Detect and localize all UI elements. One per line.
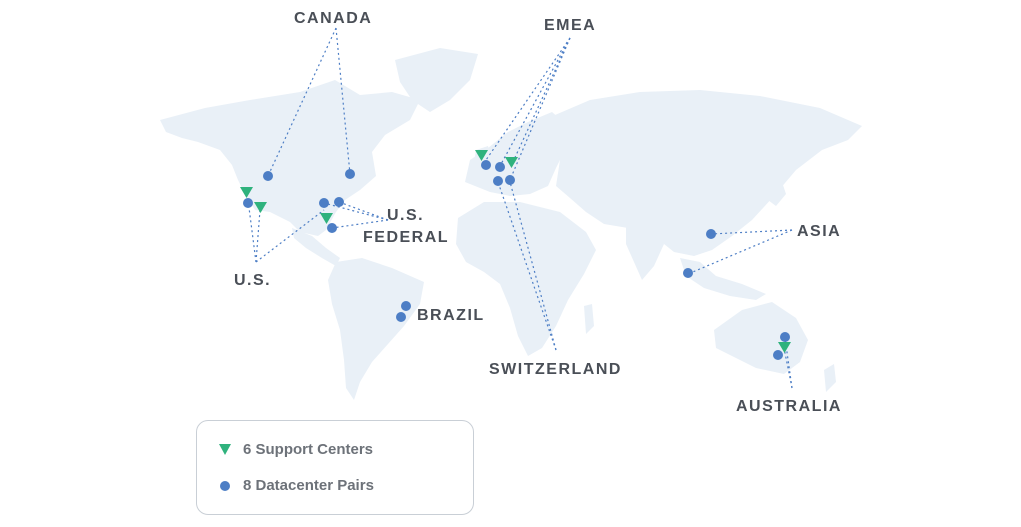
landmass-central-america <box>292 228 340 266</box>
landmass-new-zealand <box>824 364 836 392</box>
label-emea: EMEA <box>544 17 596 34</box>
support-center-marker <box>505 157 518 168</box>
leader-line-australia-b <box>783 347 793 389</box>
landmass-australia <box>714 302 808 374</box>
leader-line-asia-a <box>710 229 793 235</box>
landmass-greenland <box>395 48 478 112</box>
label-switzerland: SWITZERLAND <box>489 361 622 378</box>
datacenter-markers <box>243 160 790 360</box>
leader-line-australia-a <box>784 337 793 389</box>
datacenter-marker <box>263 171 273 181</box>
datacenter-marker <box>243 198 253 208</box>
leader-line-usfed-b <box>338 201 389 221</box>
datacenter-marker <box>401 301 411 311</box>
label-us-federal-line1: U.S. <box>387 207 424 224</box>
label-us: U.S. <box>234 272 271 289</box>
datacenter-marker <box>493 176 503 186</box>
leader-line-switzerland-b <box>509 181 557 351</box>
label-us-federal-line2: FEDERAL <box>363 229 449 246</box>
landmass-southeast-asia <box>680 258 766 300</box>
support-center-marker <box>320 213 333 224</box>
map-legend: 6 Support Centers 8 Datacenter Pairs <box>196 420 474 515</box>
support-center-markers <box>240 150 791 353</box>
datacenter-marker <box>345 169 355 179</box>
legend-label-datacenter-pairs: 8 Datacenter Pairs <box>243 477 374 494</box>
green-triangle-icon <box>219 444 231 455</box>
datacenter-marker <box>327 223 337 233</box>
datacenter-marker <box>495 162 505 172</box>
leader-line-us-b <box>255 209 261 263</box>
support-center-marker <box>778 342 791 353</box>
region-labels: CANADA EMEA U.S. FEDERAL U.S. BRAZIL ASI… <box>234 10 842 415</box>
datacenter-marker <box>505 175 515 185</box>
landmass-africa <box>456 202 596 356</box>
leader-line-emea-b <box>499 37 571 167</box>
support-center-marker <box>240 187 253 198</box>
leader-line-emea-c <box>511 37 571 165</box>
datacenter-marker <box>773 350 783 360</box>
landmass-madagascar <box>584 304 594 334</box>
datacenter-marker <box>683 268 693 278</box>
leader-line-canada-west <box>267 27 337 177</box>
datacenter-marker <box>706 229 716 239</box>
leader-line-emea-d <box>509 37 571 181</box>
landmasses <box>160 48 862 400</box>
datacenter-marker <box>334 197 344 207</box>
landmass-north-america <box>160 80 420 236</box>
leader-line-usfed-c <box>331 219 389 229</box>
datacenter-marker <box>780 332 790 342</box>
label-australia: AUSTRALIA <box>736 398 842 415</box>
leader-line-us-a <box>247 199 257 263</box>
landmass-japan <box>768 176 786 206</box>
legend-item-datacenter-pairs: 8 Datacenter Pairs <box>219 477 374 494</box>
leader-line-us-c <box>255 209 325 263</box>
label-asia: ASIA <box>797 223 841 240</box>
label-brazil: BRAZIL <box>417 307 485 324</box>
blue-dot-icon <box>220 480 230 491</box>
label-canada: CANADA <box>294 10 372 27</box>
leader-lines <box>247 27 793 389</box>
legend-label-support-centers: 6 Support Centers <box>243 441 374 458</box>
leader-line-asia-b <box>687 229 793 275</box>
landmass-india <box>626 226 664 280</box>
landmass-europe <box>465 112 568 196</box>
datacenter-marker <box>319 198 329 208</box>
support-center-marker <box>254 202 267 213</box>
landmass-south-america <box>328 258 424 400</box>
landmass-asia <box>548 90 862 256</box>
datacenter-marker <box>481 160 491 170</box>
support-center-marker <box>475 150 488 161</box>
datacenter-marker <box>396 312 406 322</box>
legend-item-support-centers: 6 Support Centers <box>219 441 373 458</box>
leader-line-usfed-a <box>323 202 389 221</box>
